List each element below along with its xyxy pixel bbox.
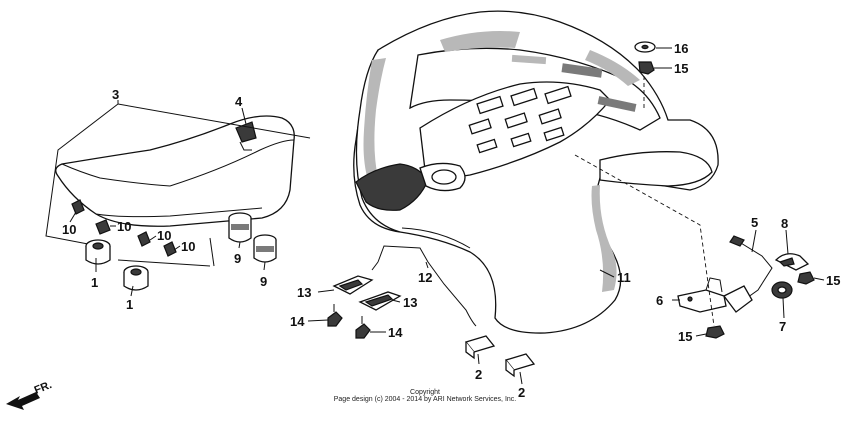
assembly-dashed-line [574, 154, 715, 327]
callout-16: 16 [674, 41, 688, 56]
cushion-parts-1 [85, 239, 149, 291]
rod-part-12 [371, 245, 477, 327]
callout-15c: 15 [678, 329, 692, 344]
lever-part-5 [729, 235, 773, 301]
callout-2b: 2 [518, 385, 525, 400]
callout-2a: 2 [475, 367, 482, 382]
clip-parts-10 [71, 199, 177, 257]
bolt-parts-14 [327, 304, 371, 339]
callout-6: 6 [656, 293, 663, 308]
callout-13b: 13 [403, 295, 417, 310]
callout-14b: 14 [388, 325, 403, 340]
callout-3: 3 [112, 87, 119, 102]
washer-parts-16-15 [634, 41, 656, 75]
callouts: 1 1 2 2 3 4 5 6 7 8 9 9 10 10 10 10 11 1… [62, 41, 840, 400]
callout-7: 7 [779, 319, 786, 334]
callout-15a: 15 [674, 61, 688, 76]
callout-1b: 1 [126, 297, 133, 312]
callout-10b: 10 [117, 219, 131, 234]
leader-lines [69, 47, 825, 385]
callout-11: 11 [617, 270, 631, 285]
callout-10a: 10 [62, 222, 76, 237]
block-parts-2 [464, 335, 536, 378]
callout-9a: 9 [234, 251, 241, 266]
bolt-part-15-right [797, 271, 815, 285]
callout-10d: 10 [181, 239, 195, 254]
callout-8: 8 [781, 216, 788, 231]
callout-9b: 9 [260, 274, 267, 289]
callout-13a: 13 [297, 285, 311, 300]
bracket-parts-13 [332, 275, 402, 311]
callout-5: 5 [751, 215, 758, 230]
seat [55, 115, 295, 227]
callout-15b: 15 [826, 273, 840, 288]
rear-fender [353, 10, 719, 334]
bolt-part-15-bottom [705, 325, 725, 339]
plate-part-6 [677, 277, 753, 313]
spring-part-7 [771, 281, 793, 299]
front-arrow-icon [6, 392, 40, 410]
grommet-parts-9 [228, 212, 277, 263]
copyright-heading: Copyright [410, 389, 440, 396]
clamp-part-8 [774, 253, 810, 271]
callout-12: 12 [418, 270, 432, 285]
callout-14a: 14 [290, 314, 305, 329]
callout-10c: 10 [157, 228, 171, 243]
callout-1a: 1 [91, 275, 98, 290]
copyright-notice: Page design (c) 2004 - 2014 by ARI Netwo… [333, 396, 517, 403]
callout-4: 4 [235, 94, 243, 109]
